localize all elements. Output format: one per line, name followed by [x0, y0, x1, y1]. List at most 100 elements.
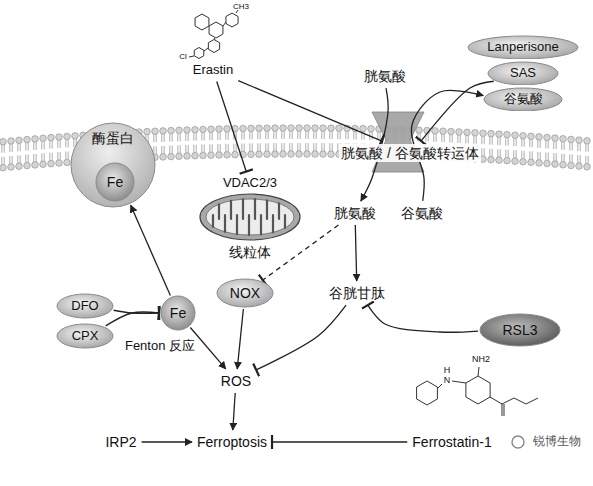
- crista: [230, 201, 232, 219]
- lipid-tail: [329, 143, 330, 151]
- lipid-tail: [260, 131, 261, 139]
- annotation-label: NH2: [472, 355, 490, 365]
- annotation-label: Fenton 反应: [125, 339, 195, 353]
- mitochondrion-outer: [200, 194, 300, 240]
- chemical-bond: [502, 398, 514, 404]
- pathway-label: 胱氨酸: [332, 204, 378, 222]
- lipid-tail: [228, 132, 229, 140]
- lipid-tail: [164, 134, 165, 142]
- shape-fill: [217, 279, 273, 307]
- node-text: 谷氨酸: [399, 204, 445, 222]
- lipid-tail: [588, 144, 589, 152]
- pathway-label: Ferroptosis: [195, 433, 269, 451]
- lipid-tail: [57, 140, 58, 148]
- lipid-tail: [209, 144, 210, 152]
- lipid-tail: [28, 143, 29, 151]
- lipid-head: [504, 157, 511, 164]
- lipid-tail: [300, 143, 301, 151]
- lipid-head: [320, 151, 327, 158]
- crista: [224, 215, 226, 232]
- iron-circle: Fe: [95, 162, 135, 202]
- lipid-head: [216, 126, 223, 133]
- lipid-tail: [300, 131, 301, 139]
- lipid-tail: [313, 143, 314, 151]
- shape-fill: [484, 88, 562, 111]
- lipid-tail: [513, 150, 514, 158]
- shape-fill: [161, 296, 195, 330]
- lipid-tail: [20, 143, 21, 151]
- lipid-tail: [33, 154, 34, 162]
- lipid-tail: [65, 151, 66, 159]
- activation-arrow: [142, 441, 192, 442]
- annotation-label: CH3: [233, 3, 249, 12]
- node-text: 胱氨酸: [362, 67, 408, 85]
- lipid-tail: [452, 135, 453, 143]
- lipid-head: [264, 125, 271, 132]
- lipid-head: [72, 133, 79, 140]
- lipid-tail: [257, 131, 258, 139]
- lipid-tail: [500, 149, 501, 157]
- lipid-tail: [316, 131, 317, 139]
- lipid-tail: [556, 141, 557, 149]
- lipid-tail: [468, 135, 469, 143]
- lipid-tail: [476, 136, 477, 144]
- annotation-label: N: [444, 376, 451, 386]
- lipid-tail: [460, 135, 461, 143]
- lipid-tail: [257, 143, 258, 151]
- lipid-head: [304, 151, 311, 158]
- crista: [266, 200, 268, 219]
- pathway-label: 谷胱甘肽: [327, 284, 387, 302]
- chemical-bond: [514, 398, 526, 404]
- lipid-tail: [561, 154, 562, 162]
- activation-arrow: [233, 393, 235, 430]
- node-text: SAS: [508, 65, 538, 82]
- lipid-head: [496, 157, 503, 164]
- chemical-bond: [490, 397, 502, 404]
- node-text: 谷氨酸: [502, 91, 545, 108]
- lipid-tail: [217, 144, 218, 152]
- lipid-tail: [169, 134, 170, 142]
- lipid-tail: [577, 155, 578, 163]
- lipid-tail: [492, 137, 493, 145]
- lipid-tail: [564, 154, 565, 162]
- lipid-tail: [305, 143, 306, 151]
- annotation-label: Cl: [179, 53, 187, 62]
- node-text: IRP2: [103, 433, 138, 451]
- lipid-tail: [172, 146, 173, 154]
- lipid-tail: [17, 143, 18, 151]
- lipid-tail: [521, 139, 522, 147]
- lipid-tail: [44, 153, 45, 161]
- lipid-head: [64, 159, 71, 166]
- lipid-tail: [553, 141, 554, 149]
- mitochondrion-inner: [206, 199, 294, 235]
- lipid-tail: [9, 144, 10, 152]
- lipid-head: [32, 136, 39, 143]
- lipid-head: [320, 125, 327, 132]
- lipid-tail: [324, 131, 325, 139]
- lipid-tail: [193, 133, 194, 141]
- lipid-tail: [12, 144, 13, 152]
- crista: [212, 215, 214, 227]
- agent-ellipse: SAS: [487, 61, 559, 86]
- inhibition-line: [238, 81, 381, 141]
- lipid-tail: [225, 144, 226, 152]
- shape-fill: [96, 163, 134, 201]
- lipid-tail: [65, 139, 66, 147]
- lipid-tail: [580, 143, 581, 151]
- lipid-tail: [481, 136, 482, 144]
- lipid-tail: [529, 139, 530, 147]
- lipid-head: [56, 134, 63, 141]
- lipid-head: [488, 156, 495, 163]
- lipid-tail: [228, 144, 229, 152]
- lipid-tail: [484, 148, 485, 156]
- iron-circle: Fe酶蛋白: [70, 122, 156, 208]
- lipid-head: [520, 132, 527, 139]
- lipid-tail: [292, 131, 293, 139]
- node-text: Erastin: [191, 62, 235, 79]
- lipid-head: [176, 153, 183, 160]
- node-text: Fe: [105, 173, 125, 191]
- lipid-tail: [164, 146, 165, 154]
- lipid-tail: [241, 144, 242, 152]
- lipid-head: [208, 152, 215, 159]
- crista: [278, 203, 280, 219]
